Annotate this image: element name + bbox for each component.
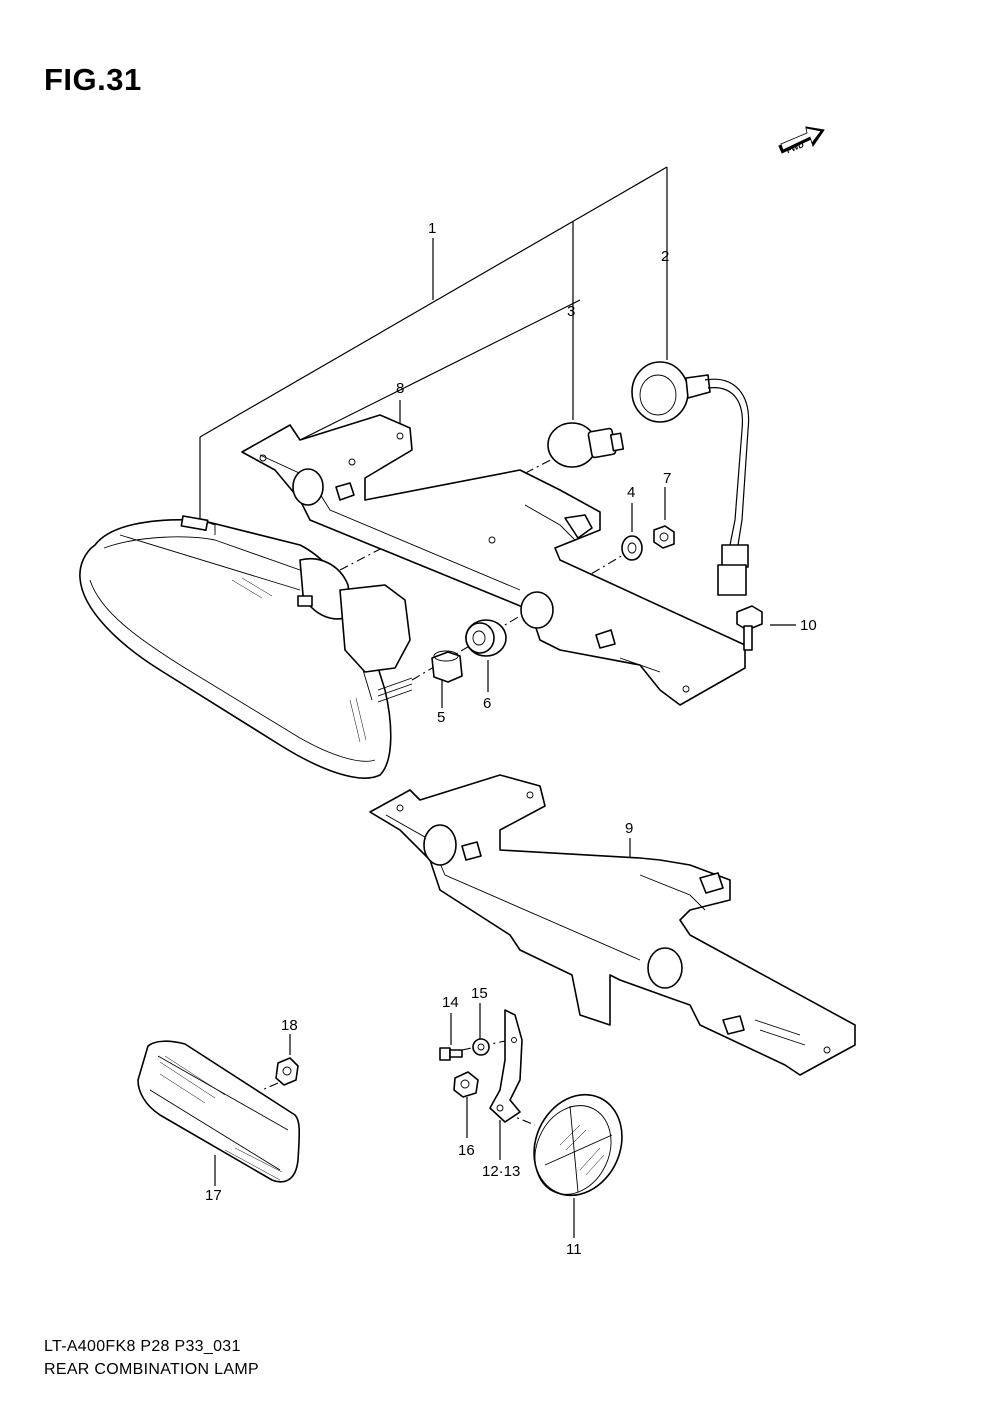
rear-reflector: [137, 1040, 301, 1183]
callout-9: 9: [625, 820, 633, 837]
bulb: [547, 422, 625, 468]
assembly-leader-lines: [199, 166, 796, 1238]
socket-with-harness: [631, 361, 750, 596]
reflector-nut: [275, 1057, 299, 1086]
bracket-nut: [453, 1071, 479, 1098]
rear-combination-lamp-housing: [79, 515, 413, 779]
callout-17: 17: [205, 1187, 222, 1204]
figure-name: REAR COMBINATION LAMP: [44, 1361, 259, 1378]
callout-3: 3: [567, 303, 575, 320]
callout-8: 8: [396, 380, 404, 397]
callout-labels: 1 2 3 4 5 6 7 8 9 10 11 12·13 14 15 16 1…: [205, 220, 817, 1258]
callout-1: 1: [428, 220, 436, 237]
callout-10: 10: [800, 617, 817, 634]
callout-14: 14: [442, 994, 459, 1011]
grommet-nut: [465, 619, 507, 657]
screw: [439, 1047, 463, 1061]
collar: [431, 650, 463, 683]
callout-7: 7: [663, 470, 671, 487]
callout-16: 16: [458, 1142, 475, 1159]
round-reflector: [533, 1093, 623, 1197]
callout-2: 2: [661, 248, 669, 265]
callout-15: 15: [471, 985, 488, 1002]
callout-11: 11: [566, 1241, 582, 1258]
reflector-bracket: [489, 1009, 523, 1123]
figure-code: LT-A400FK8 P28 P33_031: [44, 1338, 241, 1355]
fwd-arrow-icon: FWD: [778, 126, 825, 155]
callout-12-13: 12·13: [482, 1163, 520, 1180]
callout-18: 18: [281, 1017, 298, 1034]
figure-title: FIG.31: [44, 62, 142, 97]
washer: [621, 535, 643, 561]
upper-bracket: [241, 414, 746, 706]
nut: [653, 525, 675, 549]
lower-bracket: [369, 774, 856, 1076]
callout-5: 5: [437, 709, 445, 726]
bolt: [736, 605, 763, 651]
callout-4: 4: [627, 484, 635, 501]
callout-6: 6: [483, 695, 491, 712]
small-washer: [472, 1038, 490, 1056]
